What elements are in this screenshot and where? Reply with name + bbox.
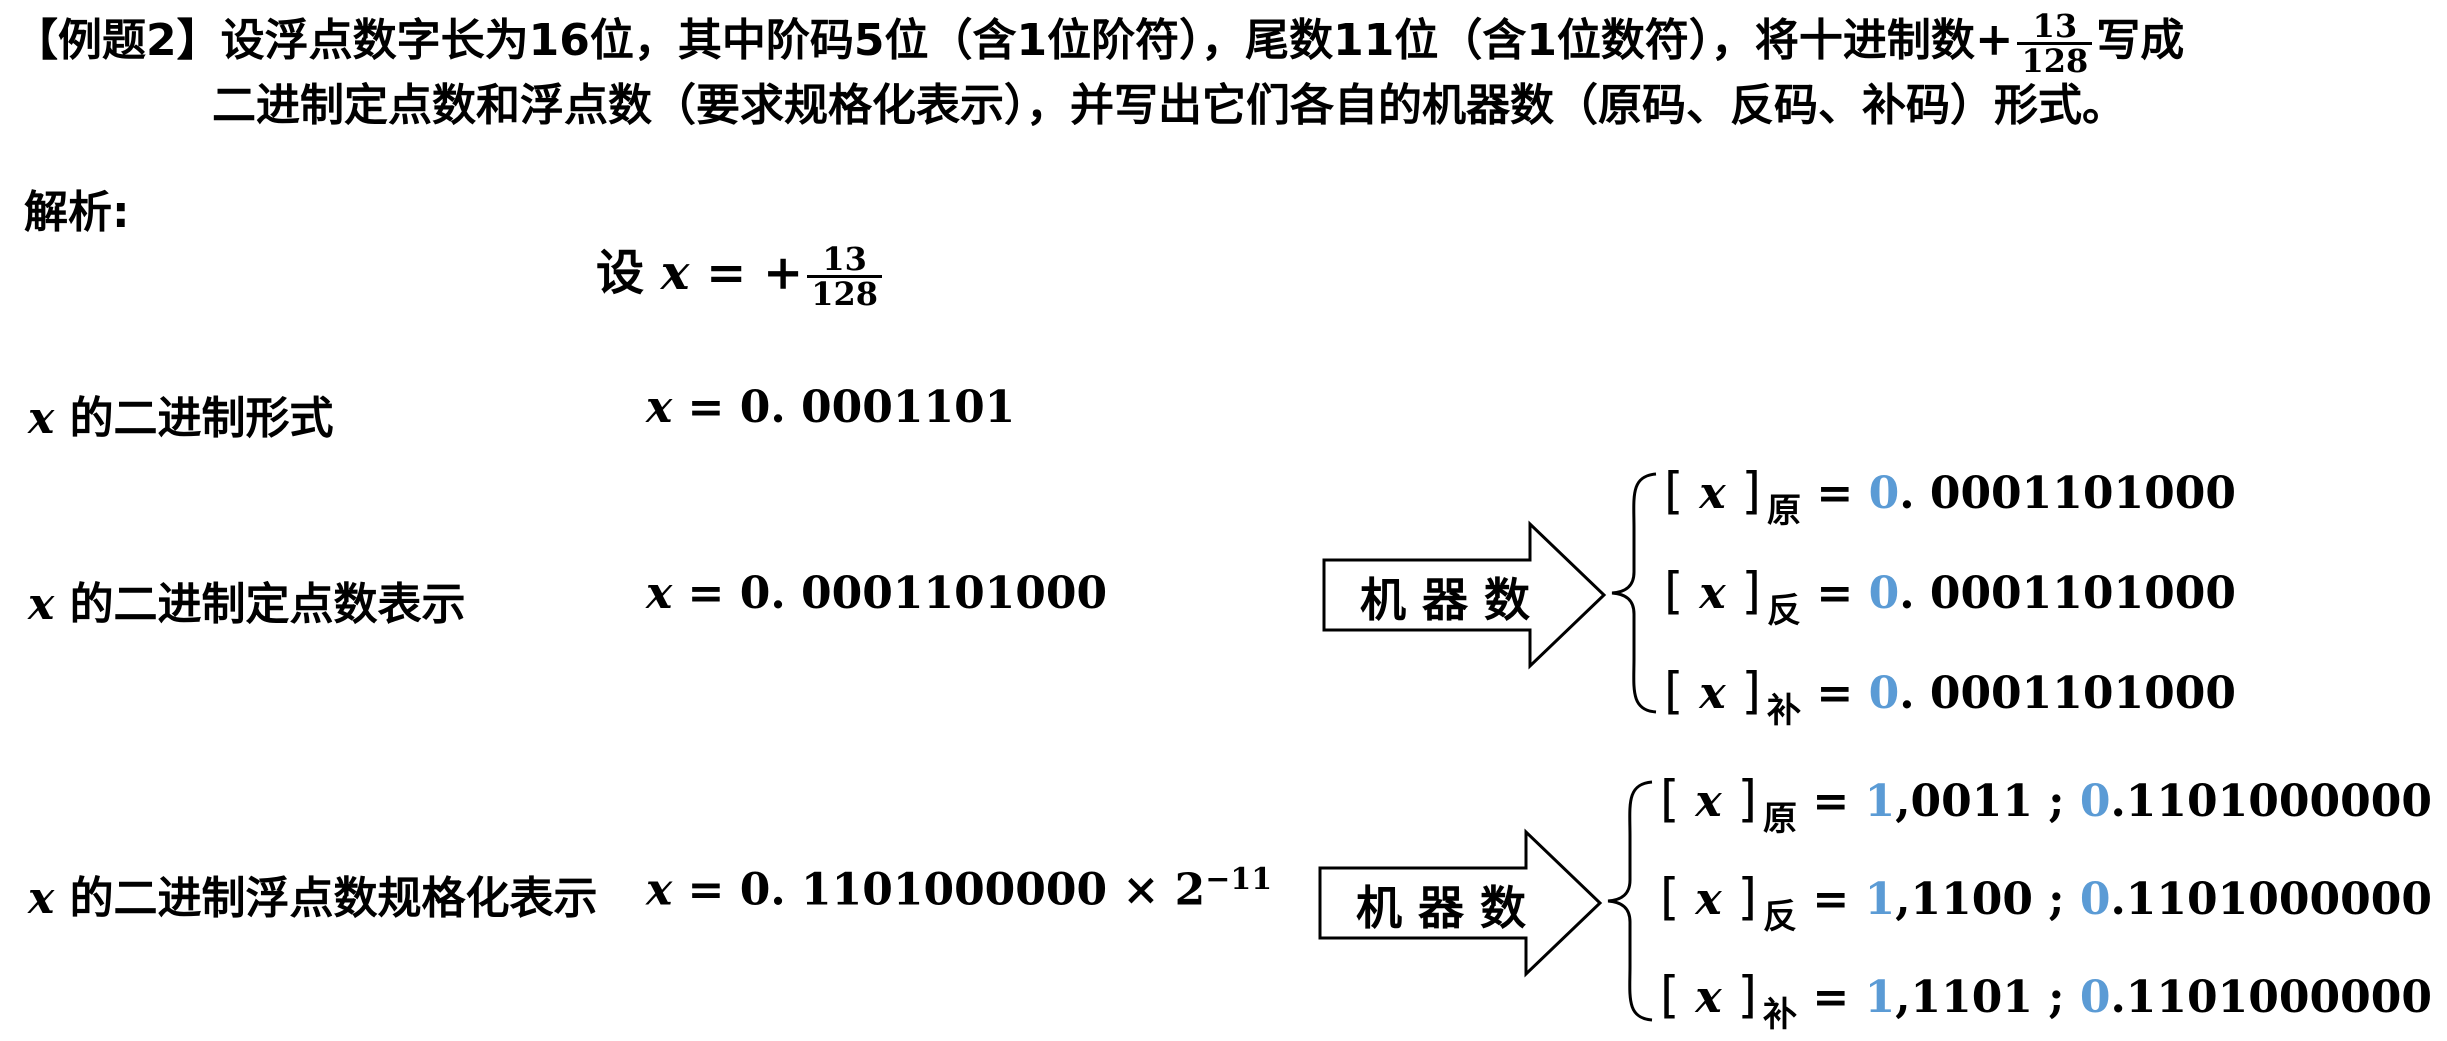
problem-line-2: 二进制定点数和浮点数（要求规格化表示），并写出它们各自的机器数（原码、反码、补码… — [212, 80, 2126, 131]
float-code-man: .1101000000 — [2110, 776, 2432, 827]
float-code-2: [ x ]补 = 1,1101 ; 0.1101000000 — [1660, 966, 2432, 1035]
float-code-exp: ,0011 ; — [1895, 776, 2080, 827]
float-code-man-sign: 0 — [2079, 874, 2111, 925]
fixed-code-sub: 反 — [1767, 591, 1802, 631]
arrow-right-icon — [1322, 520, 1607, 670]
fixed-code-value: . 0001101000 — [1899, 668, 2236, 719]
float-code-1: [ x ]反 = 1,1100 ; 0.1101000000 — [1660, 868, 2432, 937]
row-fixed-expr-value: = 0. 0001101000 — [672, 568, 1108, 619]
float-code-sub: 原 — [1763, 799, 1798, 839]
set-fraction-numerator: 13 — [807, 243, 883, 278]
problem-label: 【例题2】 — [14, 15, 221, 66]
row-float-label: x 的二进制浮点数规格化表示 — [28, 862, 598, 926]
analysis-label: 解析: — [24, 187, 130, 238]
row-binary-label: x 的二进制形式 — [28, 382, 334, 446]
row-fixed-expr: x = 0. 0001101000 — [646, 568, 1107, 619]
float-code-sub: 补 — [1763, 995, 1798, 1035]
fixed-code-sign: 0 — [1868, 668, 1900, 719]
row-fixed-var: x — [28, 579, 55, 630]
fixed-code-var: x — [1699, 668, 1726, 719]
row-binary-expr: x = 0. 0001101 — [646, 382, 1015, 433]
row-float-text: 的二进制浮点数规格化表示 — [69, 873, 598, 924]
float-code-man-sign: 0 — [2079, 776, 2111, 827]
float-code-exp-sign: 1 — [1864, 874, 1896, 925]
row-fixed-expr-var: x — [646, 568, 673, 619]
fixed-code-sub: 原 — [1767, 491, 1802, 531]
row-float-exponent: −11 — [1205, 862, 1273, 897]
problem-plus: + — [1974, 12, 2014, 66]
fraction-denominator: 128 — [2021, 41, 2089, 80]
fixed-code-value: . 0001101000 — [1899, 568, 2236, 619]
row-fixed-text: 的二进制定点数表示 — [69, 579, 466, 630]
fixed-code-value: . 0001101000 — [1899, 468, 2236, 519]
row-binary-expr-var: x — [646, 382, 673, 433]
float-code-0: [ x ]原 = 1,0011 ; 0.1101000000 — [1660, 770, 2432, 839]
left-brace-icon — [1607, 780, 1653, 1022]
row-fixed-label: x 的二进制定点数表示 — [28, 568, 466, 632]
float-code-var: x — [1695, 776, 1722, 827]
row-binary-expr-value: = 0. 0001101 — [672, 382, 1016, 433]
fixed-code-var: x — [1699, 568, 1726, 619]
float-code-exp: ,1100 ; — [1895, 874, 2080, 925]
arrow-right-icon — [1318, 828, 1603, 978]
fixed-code-sign: 0 — [1868, 568, 1900, 619]
problem-text-1: 设浮点数字长为16位，其中阶码5位（含1位阶符），尾数11位（含1位数符），将十… — [220, 15, 1975, 66]
set-equals: = + — [689, 245, 804, 301]
fraction-numerator: 13 — [2017, 10, 2093, 45]
set-prefix: 设 — [596, 245, 645, 301]
row-float-expr-var: x — [646, 864, 673, 916]
row-float-expr: x = 0. 1101000000 × 2−11 — [646, 862, 1272, 916]
problem-text-1-end: 写成 — [2096, 15, 2185, 66]
float-code-var: x — [1695, 972, 1722, 1023]
set-fraction-denominator: 128 — [811, 275, 879, 313]
float-code-man: .1101000000 — [2110, 972, 2432, 1023]
fixed-code-sub: 补 — [1767, 691, 1802, 731]
set-variable: x — [660, 245, 690, 301]
row-float-var: x — [28, 873, 55, 924]
fixed-code-2: [ x ]补 = 0. 0001101000 — [1664, 662, 2236, 731]
row-binary-var: x — [28, 393, 55, 444]
float-code-sub: 反 — [1763, 897, 1798, 937]
fixed-code-0: [ x ]原 = 0. 0001101000 — [1664, 462, 2236, 531]
fixed-code-var: x — [1699, 468, 1726, 519]
float-code-exp-sign: 1 — [1864, 972, 1896, 1023]
arrow-label-fixed: 机 器 数 — [1360, 573, 1531, 627]
problem-line-1: 【例题2】设浮点数字长为16位，其中阶码5位（含1位阶符），尾数11位（含1位数… — [14, 4, 2184, 77]
float-code-exp: ,1101 ; — [1895, 972, 2080, 1023]
float-code-exp-sign: 1 — [1864, 776, 1896, 827]
row-binary-text: 的二进制形式 — [69, 393, 334, 444]
left-brace-icon — [1611, 472, 1657, 714]
fixed-code-1: [ x ]反 = 0. 0001101000 — [1664, 562, 2236, 631]
float-code-var: x — [1695, 874, 1722, 925]
arrow-label-float: 机 器 数 — [1356, 881, 1527, 935]
float-code-man-sign: 0 — [2079, 972, 2111, 1023]
fixed-code-sign: 0 — [1868, 468, 1900, 519]
row-float-expr-value: = 0. 1101000000 × 2 — [672, 864, 1206, 916]
float-code-man: .1101000000 — [2110, 874, 2432, 925]
